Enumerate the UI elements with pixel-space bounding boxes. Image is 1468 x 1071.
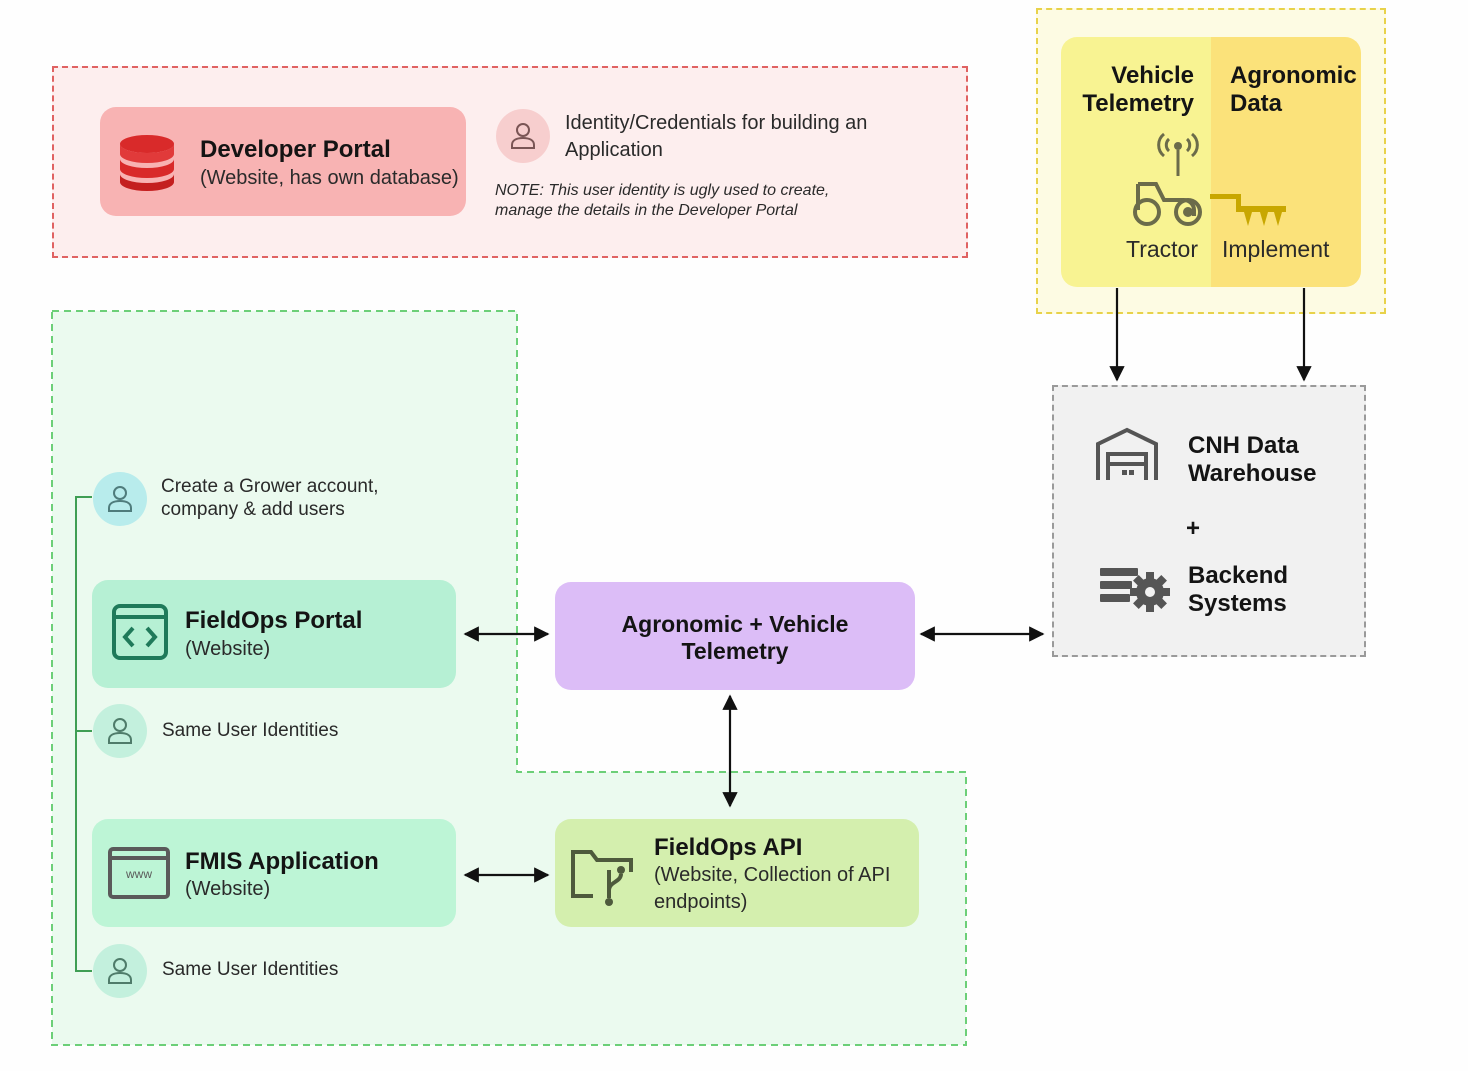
developer-portal-title: Developer Portal bbox=[200, 136, 391, 163]
tractor-icon bbox=[1133, 132, 1202, 226]
fmis-subtitle: (Website) bbox=[185, 878, 271, 900]
vehicle-telemetry-title: Vehicle Telemetry bbox=[1082, 62, 1194, 117]
api-folder-icon bbox=[571, 850, 633, 906]
plus-sign: + bbox=[1186, 515, 1201, 542]
same-identities-label-2: Same User Identities bbox=[162, 959, 339, 980]
grower-user-icon bbox=[93, 472, 147, 526]
same-user-icon-2 bbox=[93, 944, 147, 998]
grower-create-text: Create a Grower account, company & add u… bbox=[161, 476, 379, 520]
fieldops-api-title: FieldOps API bbox=[654, 834, 803, 861]
same-identities-label-1: Same User Identities bbox=[162, 720, 339, 741]
backend-settings-icon bbox=[1100, 568, 1170, 612]
vehicle-telemetry-card[interactable] bbox=[1061, 37, 1211, 287]
same-user-icon-1 bbox=[93, 704, 147, 758]
fieldops-api-subtitle: (Website, Collection of API endpoints) bbox=[654, 864, 891, 913]
code-window-icon bbox=[112, 604, 168, 660]
tractor-label: Tractor bbox=[1126, 236, 1198, 262]
www-text: www bbox=[125, 867, 152, 881]
telemetry-hub-title: Agronomic + Vehicle Telemetry bbox=[621, 611, 849, 664]
fieldops-portal-subtitle: (Website) bbox=[185, 638, 271, 660]
database-icon bbox=[120, 135, 174, 191]
fmis-title: FMIS Application bbox=[185, 848, 379, 875]
warehouse-title: CNH Data Warehouse bbox=[1188, 432, 1317, 487]
agronomic-data-title: Agronomic Data bbox=[1230, 62, 1357, 117]
backend-systems-title: Backend Systems bbox=[1188, 562, 1289, 617]
fmis-application-card[interactable] bbox=[92, 819, 456, 927]
agronomic-data-card[interactable] bbox=[1211, 37, 1361, 287]
identity-description: Identity/Credentials for building an App… bbox=[565, 112, 868, 161]
developer-note: NOTE: This user identity is ugly used to… bbox=[495, 182, 830, 219]
fieldops-portal-title: FieldOps Portal bbox=[185, 607, 363, 634]
telemetry-hub-card[interactable] bbox=[555, 582, 915, 690]
developer-user-icon bbox=[496, 109, 550, 163]
warehouse-zone bbox=[1052, 385, 1366, 657]
fieldops-api-card[interactable] bbox=[555, 819, 919, 927]
warehouse-icon bbox=[1096, 427, 1158, 480]
implement-label: Implement bbox=[1222, 236, 1330, 262]
implement-icon bbox=[1210, 194, 1286, 226]
www-browser-icon: www bbox=[108, 847, 170, 899]
developer-portal-subtitle: (Website, has own database) bbox=[200, 167, 459, 189]
